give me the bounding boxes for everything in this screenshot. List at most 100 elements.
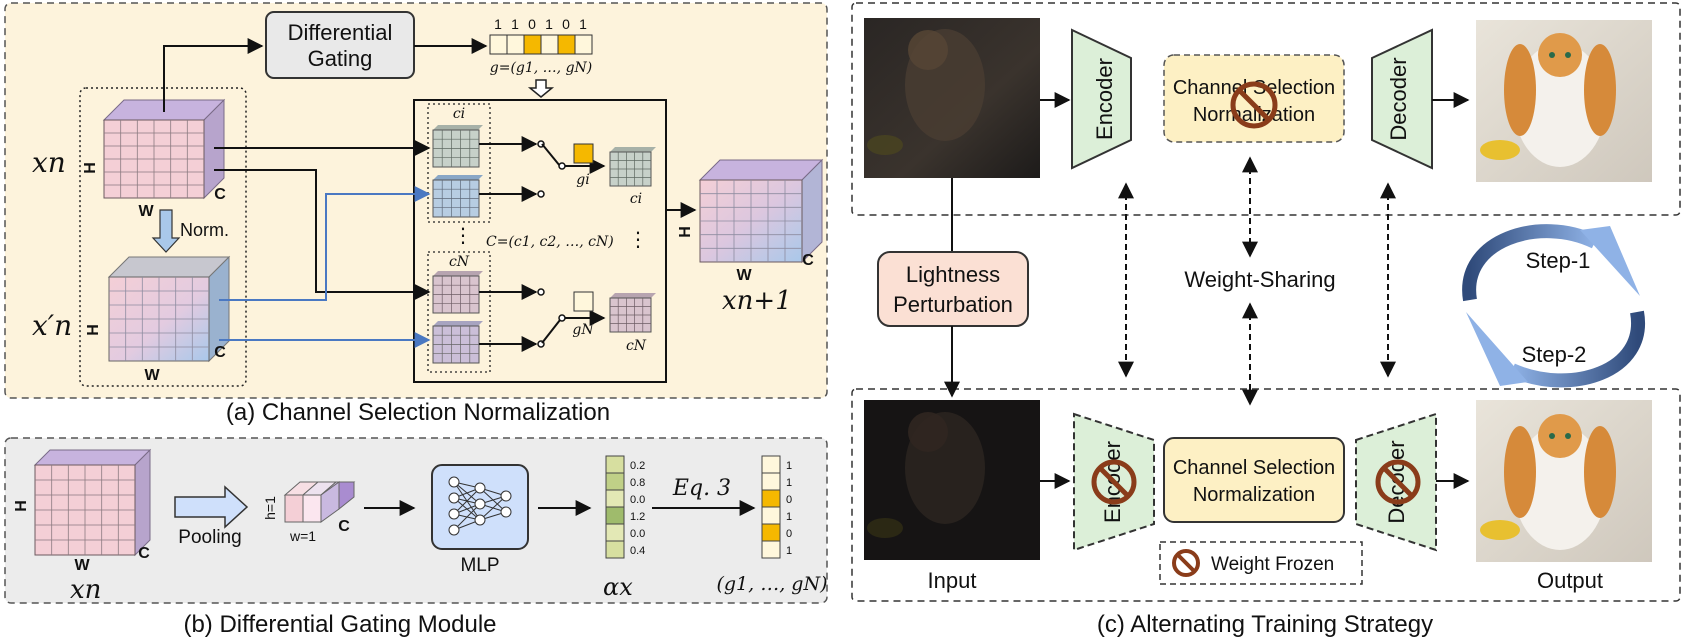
dim-c-label: C <box>802 252 814 269</box>
line-xn-to-cn <box>214 169 431 300</box>
csn-top-line2: Normalization <box>1193 104 1315 126</box>
channel-tile-cn-out <box>609 293 656 333</box>
xn-label: xn <box>32 146 66 179</box>
alpha-value: 0.0 <box>630 528 645 540</box>
dim-w-label: W <box>144 367 160 384</box>
gate-cell <box>523 34 542 55</box>
output-image-top <box>1476 20 1652 182</box>
lightness-label-1: Lightness <box>906 262 1000 287</box>
switch-node <box>558 162 566 170</box>
xn-label-b: xn <box>70 575 101 605</box>
csn-bottom-box <box>1163 437 1345 523</box>
alpha-label: αx <box>603 573 633 601</box>
gate-value: 1 <box>786 460 792 472</box>
dim-h-label: H <box>13 500 30 512</box>
alpha-value: 0.0 <box>630 494 645 506</box>
input-label: Input <box>928 568 977 593</box>
decoder-top-label: Decoder <box>1386 57 1411 140</box>
no-sign-icon <box>1091 459 1137 505</box>
arrow-to-gating <box>163 38 264 112</box>
gate-bit: 0 <box>528 16 536 32</box>
feature-cube-xn1 <box>698 158 824 264</box>
line-xnprime-to-ci <box>219 186 431 301</box>
switch-node <box>537 190 545 198</box>
step1-arrowhead-icon <box>1580 226 1640 296</box>
pooling-label: Pooling <box>178 527 241 548</box>
gate-gn-cell <box>573 291 594 312</box>
dim-w-label: W <box>736 267 752 284</box>
gate-cell <box>489 34 508 55</box>
xn1-label: xn+1 <box>722 286 792 316</box>
ci-out-label: ci <box>630 191 642 207</box>
differential-gating-label-2: Gating <box>308 46 373 71</box>
caption-c: (c) Alternating Training Strategy <box>1097 611 1433 638</box>
gate-cell <box>540 34 559 55</box>
switch-node <box>537 288 545 296</box>
dim-c-label: C <box>338 518 350 535</box>
norm-arrow-icon <box>151 209 181 253</box>
dim-c-label: C <box>214 186 226 203</box>
channel-set-label: C=(c1, c2, …, cN) <box>486 234 614 250</box>
cn-out-label: cN <box>626 338 647 354</box>
csn-top-line1: Channel Selection <box>1173 77 1335 99</box>
gate-cell <box>574 34 593 55</box>
ci-group-frame <box>427 103 491 223</box>
weight-frozen-legend <box>1159 541 1363 585</box>
dim-c-label: C <box>138 545 150 562</box>
input-image-top <box>864 18 1040 178</box>
csn-top-box <box>1163 54 1345 143</box>
gate-cell <box>557 34 576 55</box>
step2-arc <box>1509 310 1646 388</box>
input-image-bottom <box>864 400 1040 560</box>
feature-cube-xn <box>102 98 226 200</box>
gn-label: gN <box>572 322 594 338</box>
weight-sharing-label: Weight-Sharing <box>1184 267 1335 292</box>
feature-cube-xn-prime <box>107 255 231 363</box>
gate-value: 1 <box>786 511 792 523</box>
channel-tile-cn-prime <box>432 321 483 364</box>
differential-gating-label-1: Differential <box>288 20 393 45</box>
channel-tile-cn <box>432 271 483 314</box>
gate-value: 0 <box>786 494 792 506</box>
pooling-arrow-icon <box>174 485 249 529</box>
alpha-column <box>605 455 625 559</box>
lightness-label-2: Perturbation <box>893 292 1013 317</box>
alpha-value: 0.2 <box>630 460 645 472</box>
gate-vector-label: g=(g1, …, gN) <box>490 60 593 76</box>
gate-gi-cell <box>573 143 594 164</box>
alpha-value: 0.8 <box>630 477 645 489</box>
gi-label: gi <box>576 172 589 188</box>
gate-bit: 1 <box>579 16 587 32</box>
step1-label: Step-1 <box>1526 248 1591 273</box>
gate-value: 1 <box>786 477 792 489</box>
w1-label: w=1 <box>289 528 316 544</box>
step2-arrowhead-icon <box>1466 312 1528 386</box>
down-hollow-arrow-icon <box>527 79 555 98</box>
csn-bottom-line1: Channel Selection <box>1173 457 1335 479</box>
mlp-label: MLP <box>460 555 499 576</box>
h1-label: h=1 <box>262 496 278 520</box>
dim-h-label: H <box>677 226 694 238</box>
channel-tile-ci-out <box>609 147 656 187</box>
step1-arc <box>1462 224 1599 302</box>
norm-label: Norm. <box>180 220 229 240</box>
dim-c-label: C <box>214 344 226 361</box>
cn-top-label: cN <box>449 254 470 270</box>
caption-b: (b) Differential Gating Module <box>183 611 496 638</box>
switch-lever <box>541 143 561 167</box>
switch-node <box>558 314 566 322</box>
channel-tile-ci <box>432 125 483 168</box>
weight-frozen-label: Weight Frozen <box>1211 554 1334 575</box>
encoder-top-label: Encoder <box>1092 58 1117 140</box>
no-sign-icon <box>1375 459 1421 505</box>
output-image-bottom <box>1476 400 1652 562</box>
dim-h-label: H <box>85 324 102 336</box>
dim-h-label: H <box>82 162 99 174</box>
panel-c-top-frame <box>851 2 1681 216</box>
gate-strip: 1 1 0 1 0 1 <box>489 16 593 55</box>
vertical-ellipsis: ⋮ <box>453 225 473 247</box>
gate-bit: 1 <box>545 16 553 32</box>
switch-lever <box>541 319 561 344</box>
dim-w-label: W <box>74 557 90 574</box>
